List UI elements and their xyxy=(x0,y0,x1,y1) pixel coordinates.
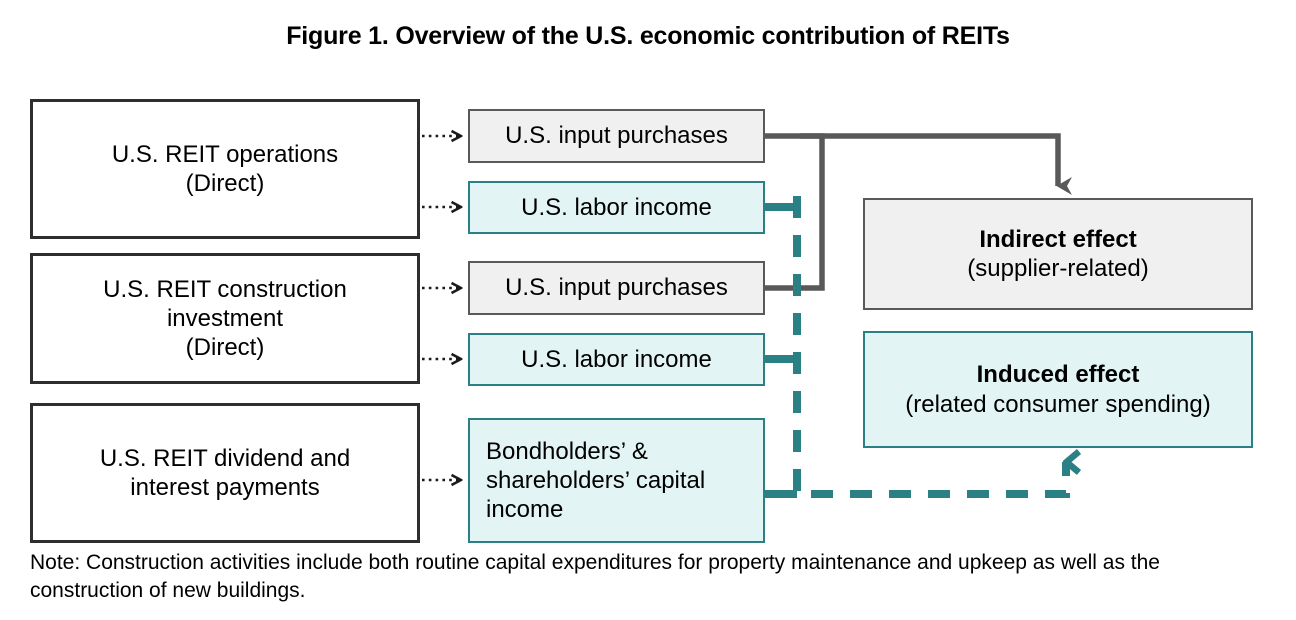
node-capital-income-label: Bondholders’ & shareholders’ capital inc… xyxy=(486,437,706,524)
gray-connector-input-purchases-trunk xyxy=(765,133,825,291)
node-operations-labor-income[interactable]: U.S. labor income xyxy=(468,181,765,234)
node-reit-operations-label: U.S. REIT operations (Direct) xyxy=(111,140,339,197)
node-reit-operations[interactable]: U.S. REIT operations (Direct) xyxy=(30,99,420,239)
node-indirect-effect-subtitle: (supplier-related) xyxy=(967,255,1149,282)
node-reit-construction-investment[interactable]: U.S. REIT construction investment (Direc… xyxy=(30,253,420,384)
node-operations-labor-income-label: U.S. labor income xyxy=(521,193,712,221)
node-indirect-effect[interactable]: Indirect effect (supplier-related) xyxy=(863,198,1253,310)
figure-note: Note: Construction activities include bo… xyxy=(30,551,1160,602)
node-construction-input-purchases-label: U.S. input purchases xyxy=(505,274,728,302)
node-reit-dividend-interest[interactable]: U.S. REIT dividend and interest payments xyxy=(30,403,420,543)
node-operations-input-purchases[interactable]: U.S. input purchases xyxy=(468,109,765,163)
gray-connector-to-indirect-effect xyxy=(800,133,1072,195)
node-operations-input-purchases-label: U.S. input purchases xyxy=(505,122,728,150)
node-indirect-effect-title: Indirect effect xyxy=(979,225,1137,253)
node-construction-labor-income-label: U.S. labor income xyxy=(521,345,712,373)
node-capital-income[interactable]: Bondholders’ & shareholders’ capital inc… xyxy=(468,418,765,543)
node-construction-labor-income[interactable]: U.S. labor income xyxy=(468,333,765,386)
node-induced-effect[interactable]: Induced effect (related consumer spendin… xyxy=(863,331,1253,448)
node-induced-effect-subtitle: (related consumer spending) xyxy=(905,390,1211,418)
node-construction-input-purchases[interactable]: U.S. input purchases xyxy=(468,261,765,315)
page-title: Figure 1. Overview of the U.S. economic … xyxy=(286,22,1010,50)
node-induced-effect-title: Induced effect xyxy=(976,361,1140,389)
node-reit-construction-investment-label: U.S. REIT construction investment (Direc… xyxy=(103,275,347,362)
node-reit-dividend-interest-label: U.S. REIT dividend and interest payments xyxy=(99,444,351,501)
